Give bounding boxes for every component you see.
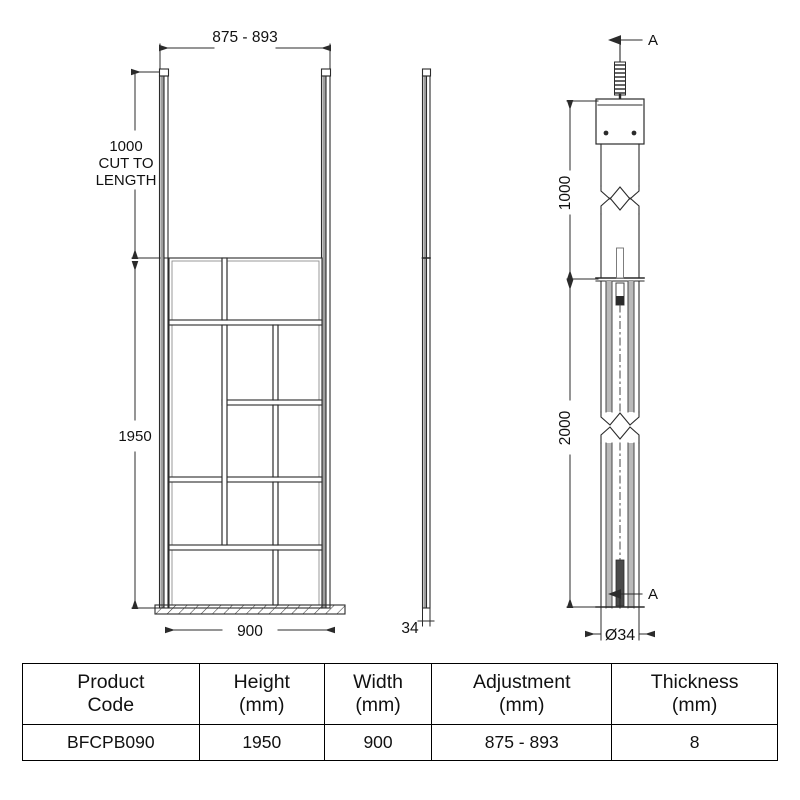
header-height-title: Height (233, 671, 290, 693)
spec-table-container: Product Code Height (mm) Width (mm) Adju… (22, 663, 778, 761)
post-section-detail-group (566, 35, 655, 641)
cell-thickness: 8 (611, 724, 778, 761)
header-thickness-title: Thickness (650, 671, 739, 693)
header-width-unit: (mm) (355, 694, 401, 716)
header-adjustment-unit: (mm) (498, 694, 545, 716)
dim-label-detail-upper: 1000 (557, 175, 574, 210)
dim-label-detail-lower: 2000 (557, 410, 574, 445)
dim-label-diameter: Ø34 (605, 627, 635, 644)
cell-adjustment: 875 - 893 (431, 724, 613, 761)
dim-label-top-width: 875 - 893 (212, 29, 278, 46)
product-specification-table: Product Code Height (mm) Width (mm) Adju… (22, 663, 778, 761)
break-line-1 (600, 185, 640, 200)
break-line-3 (600, 411, 640, 426)
section-label-bottom: A (648, 586, 658, 603)
post-body-mid (595, 213, 645, 282)
post-lower-tube-1 (600, 280, 640, 413)
dim-label-post-height-2: CUT TO (98, 155, 153, 172)
post-lower-tube-2 (595, 442, 645, 609)
header-width-title: Width (353, 671, 403, 693)
glass-grid-verticals (221, 257, 279, 606)
right-post (320, 68, 332, 609)
header-adjustment: Adjustment (mm) (431, 663, 613, 725)
header-thickness-unit: (mm) (671, 694, 718, 716)
inner-rod-upper (616, 247, 624, 279)
header-height-unit: (mm) (239, 694, 285, 716)
break-line-4 (600, 426, 640, 444)
header-adjustment-title: Adjustment (472, 671, 571, 693)
cell-height: 1950 (198, 724, 325, 761)
break-line-2 (600, 197, 640, 215)
dim-post-height (131, 68, 173, 259)
dim-diameter (585, 607, 655, 641)
cell-product-code: BFCPB090 (22, 724, 200, 761)
dim-label-post-height-3: LENGTH (96, 172, 157, 189)
header-thickness: Thickness (mm) (611, 663, 778, 725)
dim-label-panel-height: 1950 (118, 428, 151, 445)
post-cap-block (595, 98, 645, 145)
section-arrow-bottom (607, 589, 643, 609)
dim-side-thickness (417, 607, 435, 627)
dim-label-panel-width: 900 (237, 623, 263, 640)
header-product-code: Product Code (22, 663, 200, 725)
glass-panel-frame (168, 257, 323, 609)
dim-label-side-thickness: 34 (401, 620, 419, 637)
left-post (158, 68, 170, 609)
dim-detail-lower-2000 (566, 280, 599, 608)
header-height: Height (mm) (198, 663, 325, 725)
floor-base-strip (154, 604, 346, 615)
side-elevation-group (417, 68, 435, 627)
dim-top-width (159, 43, 331, 71)
front-elevation-group (131, 43, 346, 634)
table-row: BFCPB090 1950 900 875 - 893 8 (22, 724, 778, 761)
cell-width: 900 (323, 724, 433, 761)
threaded-rod (614, 61, 626, 102)
header-product-code-title: Product (77, 671, 145, 693)
dim-detail-upper-1000 (566, 100, 599, 280)
header-width: Width (mm) (323, 663, 433, 725)
header-product-code-unit: Code (87, 694, 135, 716)
glass-grid-horizontals (168, 319, 323, 551)
dim-label-post-height-1: 1000 (109, 138, 142, 155)
section-label-top: A (648, 32, 658, 49)
post-body-upper (600, 143, 640, 187)
technical-drawing-canvas: 875 - 893 1000 CUT TO LENGTH 1950 900 34… (96, 29, 658, 644)
table-header-row: Product Code Height (mm) Width (mm) Adju… (22, 663, 778, 725)
